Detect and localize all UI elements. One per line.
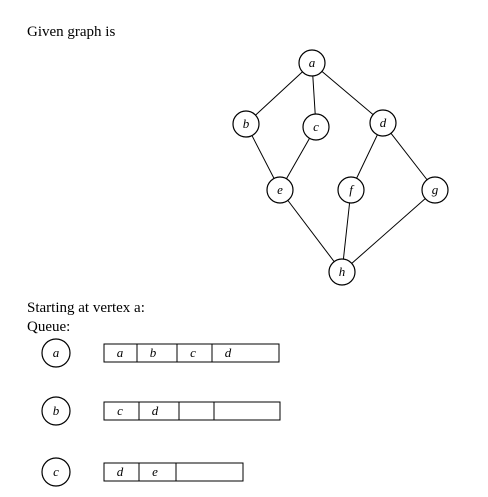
graph-node-label-h: h (339, 264, 346, 279)
graph-edge-e-h (279, 189, 343, 273)
graph-node-e (266, 176, 294, 204)
queue-cell (136, 343, 178, 363)
queue-text: Queue: (27, 319, 71, 335)
queue-cell-value: e (152, 464, 158, 479)
graph-node-c (302, 113, 330, 141)
graph-node-b (232, 110, 260, 138)
queue-cell-value: a (117, 345, 124, 360)
queue-cell-value: c (117, 403, 123, 418)
graph-node-a (298, 49, 326, 77)
step-vertex-circle-a (41, 338, 71, 368)
queue-cell-value: d (152, 403, 159, 418)
queue-cell-value: c (190, 345, 196, 360)
queue-cell (213, 401, 281, 421)
graph-edge-g-h (341, 189, 436, 273)
queue-cell-value: b (150, 345, 157, 360)
graph-edge-d-g (382, 122, 436, 191)
graph-edge-a-d (311, 62, 384, 124)
step-vertex-label-c: c (53, 464, 59, 479)
queue-cell-value: d (225, 345, 232, 360)
heading: Given graph is (27, 24, 116, 40)
queue-cell (178, 401, 215, 421)
graph-node-label-c: c (313, 119, 319, 134)
step-vertex-circle-c (41, 457, 71, 487)
queue-cell (138, 401, 180, 421)
graph-node-h (328, 258, 356, 286)
graph-edge-f-h (341, 189, 352, 273)
start-text: Starting at vertex a: (27, 300, 145, 316)
graph-node-label-g: g (432, 182, 439, 197)
graph-node-label-b: b (243, 116, 250, 131)
step-vertex-label-a: a (53, 345, 60, 360)
queue-cell (175, 462, 244, 482)
graph-node-g (421, 176, 449, 204)
graph-node-label-a: a (309, 55, 316, 70)
graph-node-label-d: d (380, 115, 387, 130)
graph-edge-a-b (245, 62, 313, 125)
graph-node-label-f: f (349, 182, 355, 197)
graph-node-d (369, 109, 397, 137)
step-vertex-label-b: b (53, 403, 60, 418)
step-vertex-circle-b (41, 396, 71, 426)
queue-cell-value: d (117, 464, 124, 479)
graph-node-f (337, 176, 365, 204)
queue-cell (211, 343, 280, 363)
graph-node-label-e: e (277, 182, 283, 197)
